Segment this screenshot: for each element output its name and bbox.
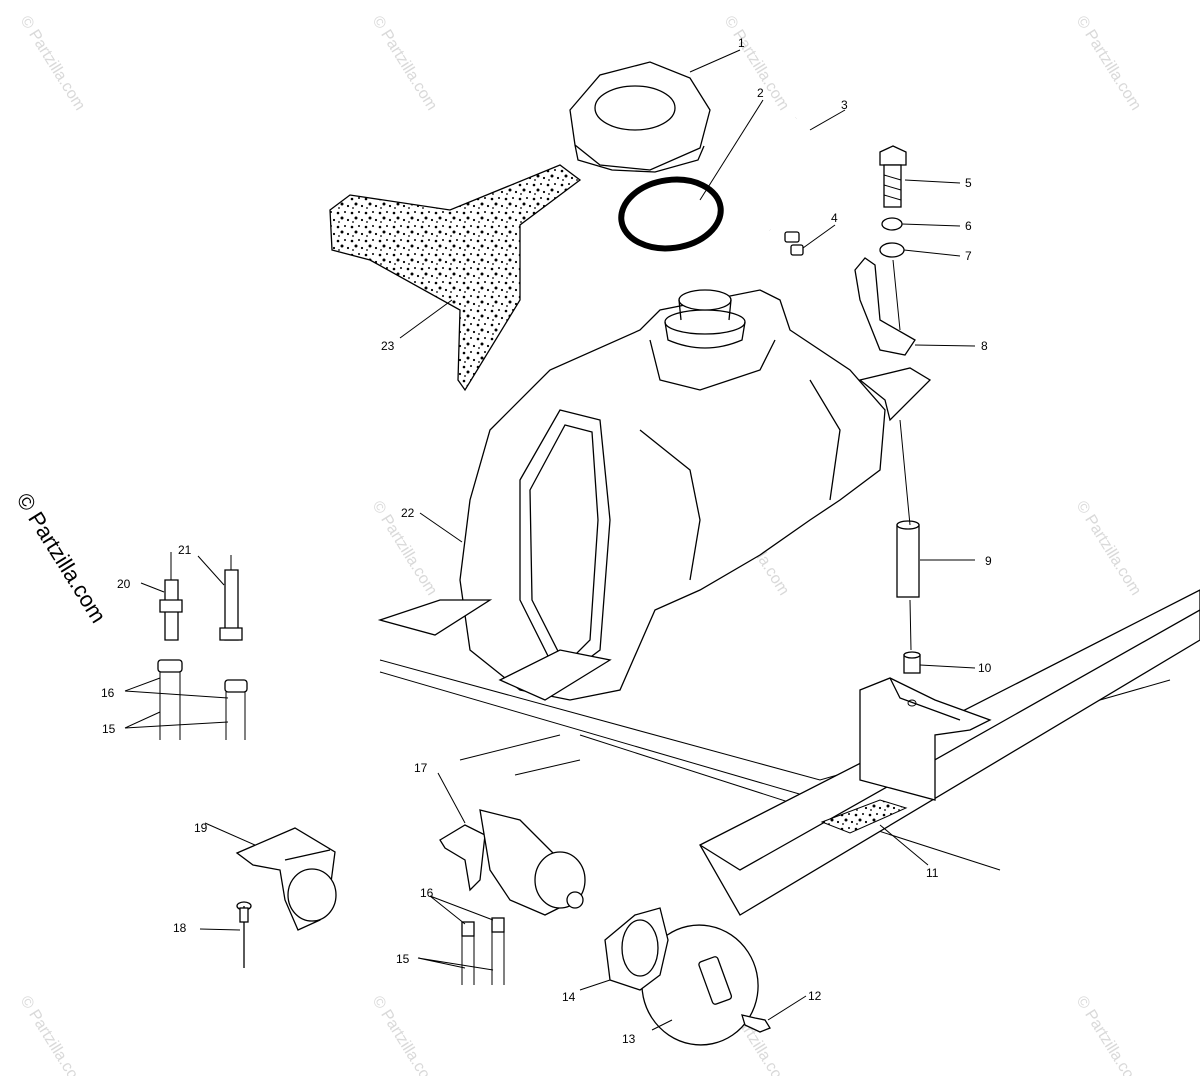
watermark: © Partzilla.com [17, 993, 89, 1076]
watermark: © Partzilla.com [369, 13, 441, 113]
watermark: © Partzilla.com [1073, 498, 1145, 598]
rivet-part-18 [236, 901, 252, 968]
callout-11: 11 [926, 866, 939, 880]
callout-10: 10 [978, 661, 992, 675]
o-ring-part-2 [618, 176, 724, 252]
callout-4: 4 [831, 211, 838, 225]
callout-21: 21 [178, 543, 192, 557]
grommet-part-14 [604, 907, 669, 991]
vent-hose-inner [751, 115, 798, 233]
callout-6: 6 [965, 219, 972, 233]
fuel-lines-mid [461, 917, 505, 985]
callout-16: 16 [101, 686, 115, 700]
washer-part-6 [881, 217, 903, 231]
bracket-part-8 [854, 257, 916, 356]
callout-7: 7 [965, 249, 972, 263]
watermark: © Partzilla.com [1073, 993, 1145, 1076]
callout-15: 15 [102, 722, 116, 736]
clamp-part-19 [235, 827, 337, 931]
callout-19: 19 [194, 821, 208, 835]
callout-14: 14 [562, 990, 576, 1004]
gauge-cap-part-13 [641, 924, 759, 1046]
bolt-part-5 [879, 145, 907, 208]
callout-labels: 1 2 3 4 5 6 7 8 9 10 11 12 13 14 15 15 1… [101, 36, 992, 1046]
fuel-tank-part-22 [377, 289, 886, 701]
watermark: © Partzilla.com [17, 13, 89, 113]
elbow-fitting-part-4 [784, 231, 804, 256]
callout-15: 15 [396, 952, 410, 966]
assembly-line [892, 259, 912, 651]
watermark: © Partzilla.com [369, 993, 441, 1076]
frame-beam [699, 589, 1200, 916]
fuel-valve-part-17 [439, 809, 586, 916]
bushing-part-10 [903, 651, 921, 674]
callout-1: 1 [738, 36, 745, 50]
callout-16: 16 [420, 886, 434, 900]
fuel-lines-left [157, 552, 248, 740]
screw-part-12 [741, 1014, 771, 1033]
callout-2: 2 [757, 86, 764, 100]
callout-20: 20 [117, 577, 131, 591]
callout-13: 13 [622, 1032, 636, 1046]
fuel-cap-part-1 [569, 61, 711, 173]
callout-18: 18 [173, 921, 187, 935]
foam-pad-part-23 [329, 164, 582, 392]
washer-part-7 [879, 242, 905, 258]
frame-tab [858, 367, 932, 422]
callout-9: 9 [985, 554, 992, 568]
callout-8: 8 [981, 339, 988, 353]
callout-5: 5 [965, 176, 972, 190]
callout-12: 12 [808, 989, 822, 1003]
spacer-part-9 [896, 520, 920, 598]
decal-part-11 [820, 799, 908, 834]
callout-22: 22 [401, 506, 415, 520]
leader-lines [124, 49, 976, 1031]
watermark: © Partzilla.com [1073, 13, 1145, 113]
callout-17: 17 [414, 761, 428, 775]
callout-3: 3 [841, 98, 848, 112]
callout-23: 23 [381, 339, 395, 353]
